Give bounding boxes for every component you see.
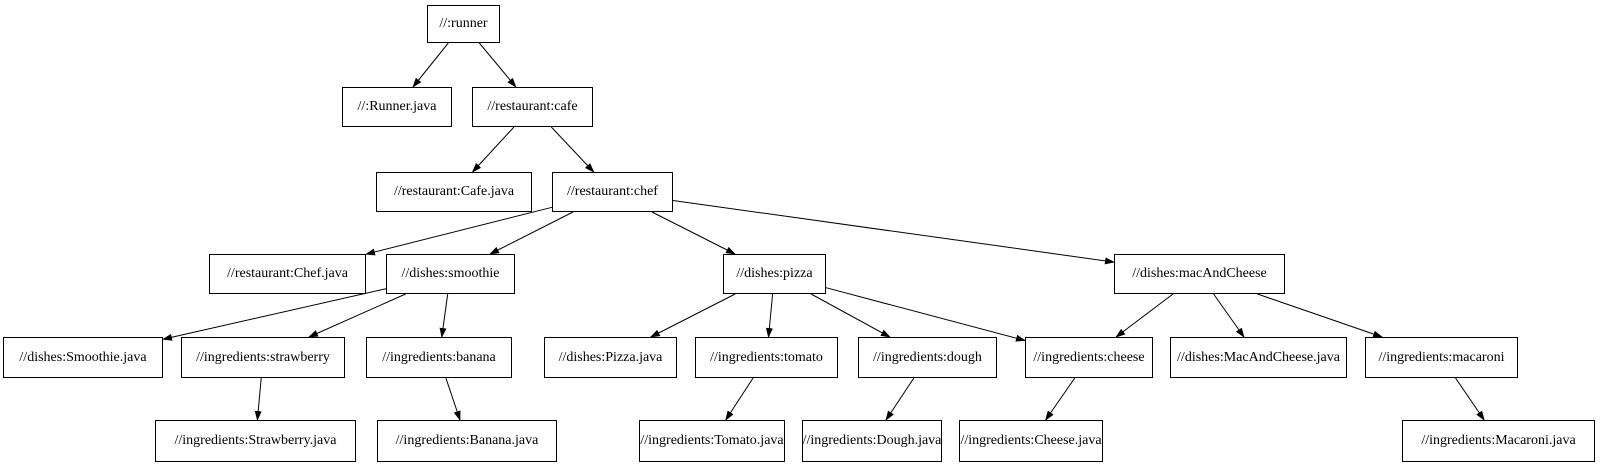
edge-mac-and-cheese-to-mac-and-cheese-java [1213, 293, 1245, 338]
graph-node-smoothie-java: //dishes:Smoothie.java [3, 337, 163, 378]
graph-node-runner-java: //:Runner.java [342, 87, 452, 127]
graph-node-macaroni: //ingredients:macaroni [1365, 337, 1518, 378]
graph-node-tomato-java: //ingredients:Tomato.java [639, 420, 785, 462]
node-label: //dishes:pizza [736, 266, 813, 281]
graph-node-smoothie: //dishes:smoothie [386, 254, 515, 294]
graph-node-mac-and-cheese-java: //dishes:MacAndCheese.java [1170, 337, 1347, 378]
node-label: //restaurant:Chef.java [227, 266, 348, 281]
edge-cafe-to-chef [550, 126, 595, 173]
graph-node-banana-java: //ingredients:Banana.java [377, 420, 557, 462]
graph-node-chef: //restaurant:chef [552, 172, 673, 212]
graph-node-strawberry-java: //ingredients:Strawberry.java [155, 420, 356, 462]
edge-mac-and-cheese-to-macaroni [1257, 293, 1384, 338]
node-label: //dishes:macAndCheese [1132, 266, 1267, 281]
edge-cheese-to-cheese-java [1045, 377, 1076, 421]
edge-chef-to-chef-java [365, 206, 553, 256]
node-label: //ingredients:dough [873, 349, 982, 365]
edge-pizza-to-tomato [765, 293, 774, 338]
graph-node-tomato: //ingredients:tomato [695, 337, 838, 378]
graph-node-cheese: //ingredients:cheese [1025, 337, 1153, 378]
node-label: //ingredients:Dough.java [802, 433, 942, 448]
graph-node-banana: //ingredients:banana [366, 337, 512, 378]
edge-cafe-to-cafe-java [471, 126, 515, 173]
edge-smoothie-to-smoothie-java [162, 288, 387, 341]
graph-node-macaroni-java: //ingredients:Macaroni.java [1402, 420, 1595, 462]
edge-chef-to-smoothie [489, 211, 574, 255]
graph-node-mac-and-cheese: //dishes:macAndCheese [1114, 254, 1285, 294]
edge-mac-and-cheese-to-cheese [1115, 293, 1174, 338]
edge-strawberry-to-strawberry-java [254, 377, 262, 421]
node-label: //ingredients:strawberry [196, 349, 330, 365]
edge-pizza-to-cheese [825, 287, 1026, 342]
edge-chef-to-pizza [651, 211, 736, 255]
graph-node-dough: //ingredients:dough [858, 337, 997, 378]
node-label: //ingredients:macaroni [1378, 349, 1505, 365]
node-label: //:Runner.java [357, 99, 437, 114]
graph-node-cafe-java: //restaurant:Cafe.java [376, 172, 532, 212]
node-label: //restaurant:Cafe.java [393, 184, 515, 199]
graph-node-dough-java: //ingredients:Dough.java [802, 420, 942, 462]
edge-tomato-to-tomato-java [725, 377, 754, 421]
edge-pizza-to-dough [810, 293, 891, 338]
node-label: //dishes:smoothie [401, 266, 500, 281]
node-label: //ingredients:banana [382, 349, 496, 365]
edge-smoothie-to-strawberry [308, 293, 406, 338]
edge-chef-to-mac-and-cheese [672, 200, 1115, 265]
node-label: //dishes:MacAndCheese.java [1177, 349, 1340, 365]
node-label: //ingredients:Strawberry.java [174, 433, 337, 448]
node-label: //ingredients:Banana.java [395, 433, 539, 448]
edge-runner-to-cafe [478, 42, 517, 88]
node-label: //ingredients:cheese [1033, 349, 1145, 365]
node-label: //ingredients:Tomato.java [640, 433, 784, 448]
graph-node-strawberry: //ingredients:strawberry [181, 337, 345, 378]
node-label: //ingredients:Cheese.java [960, 433, 1102, 448]
edge-pizza-to-pizza-java [649, 293, 736, 338]
graph-node-cafe: //restaurant:cafe [472, 87, 593, 127]
edge-smoothie-to-banana [439, 293, 449, 338]
edge-macaroni-to-macaroni-java [1455, 377, 1485, 421]
graph-node-runner: //:runner [427, 5, 500, 43]
graph-node-pizza-java: //dishes:Pizza.java [544, 337, 677, 378]
node-label: //dishes:Smoothie.java [19, 349, 147, 365]
node-label: //restaurant:chef [567, 184, 658, 199]
node-label: //ingredients:tomato [710, 349, 823, 365]
node-label: //restaurant:cafe [487, 99, 578, 114]
edge-runner-to-runner-java [412, 42, 449, 88]
graph-node-chef-java: //restaurant:Chef.java [209, 254, 366, 294]
edge-banana-to-banana-java [445, 377, 461, 421]
edge-dough-to-dough-java [885, 377, 915, 421]
graph-node-cheese-java: //ingredients:Cheese.java [959, 420, 1103, 462]
node-label: //ingredients:Macaroni.java [1421, 433, 1576, 448]
node-label: //dishes:Pizza.java [558, 349, 663, 365]
graph-node-pizza: //dishes:pizza [723, 254, 826, 294]
node-label: //:runner [439, 16, 488, 31]
